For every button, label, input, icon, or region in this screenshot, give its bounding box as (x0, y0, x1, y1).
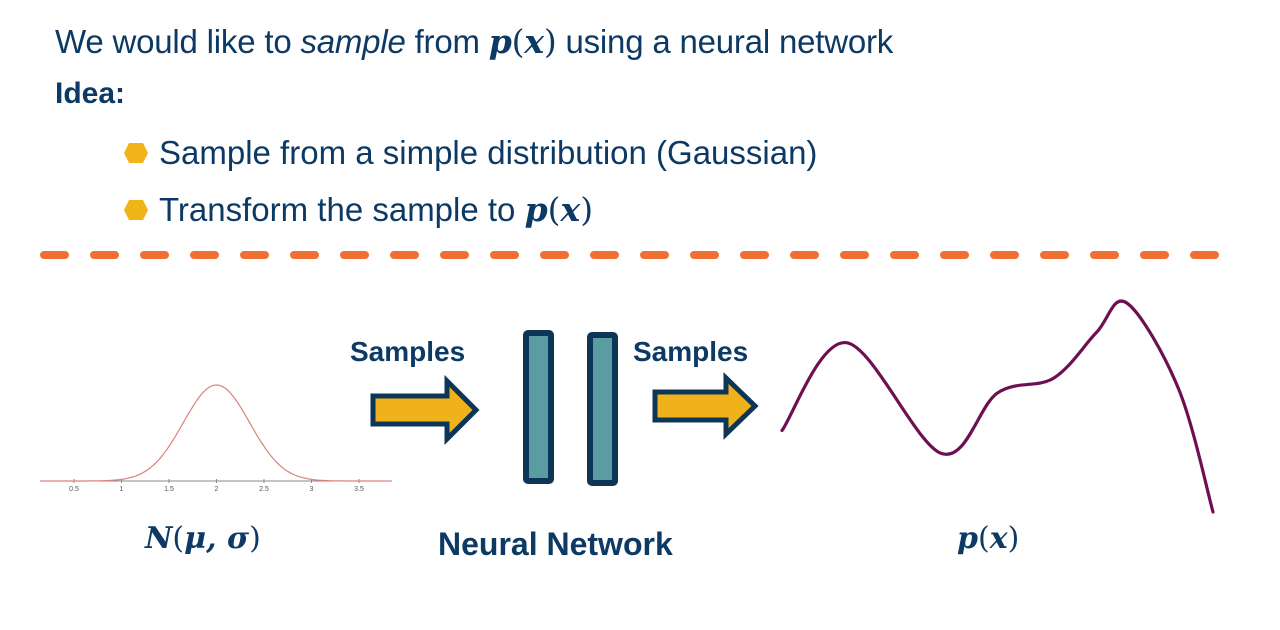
intro-sentence: We would like to sample from p(x) using … (55, 22, 893, 61)
samples-label-input: Samples (350, 336, 466, 367)
network-layer (587, 332, 618, 486)
target-distribution-curve (780, 299, 1215, 514)
gaussian-curve (40, 384, 388, 482)
bullet-text: Sample from a simple distribution (Gauss… (159, 134, 818, 171)
intro-math-px: p(x) (488, 22, 557, 61)
gaussian-x-tick-label: 1.5 (164, 486, 174, 493)
hexagon-bullet-icon (124, 199, 148, 220)
gaussian-plot: 0.5 1 1.5 2 2.5 3 3.5 (40, 384, 392, 493)
network-layer (523, 330, 554, 484)
gaussian-x-tick-label: 2 (215, 486, 219, 493)
gaussian-x-tick-label: 3.5 (354, 486, 364, 493)
gaussian-x-tick-label: 2.5 (259, 486, 269, 493)
intro-text-end: using a neural network (556, 23, 894, 60)
bullet-item: Sample from a simple distribution (Gauss… (123, 134, 817, 172)
bullet-item: Transform the sample to p(x) (123, 190, 593, 229)
gaussian-x-tick-label: 0.5 (69, 486, 79, 493)
samples-label-output: Samples (633, 336, 749, 367)
intro-emphasis: sample (300, 23, 406, 60)
neural-network-label: Neural Network (438, 526, 673, 562)
idea-heading: Idea: (55, 77, 126, 110)
intro-text-start: We would like to (55, 23, 301, 60)
bullet-text: Transform the sample to (159, 190, 516, 228)
right-arrow-icon (652, 372, 759, 440)
hexagon-bullet-icon (124, 143, 148, 163)
gaussian-label: N(μ, σ) (145, 521, 261, 556)
gaussian-x-tick-label: 3 (310, 486, 314, 493)
intro-text-middle: from (405, 23, 489, 60)
target-distribution-label: p(x) (957, 521, 1020, 556)
gaussian-x-tick-label: 1 (120, 486, 124, 493)
right-arrow-icon (370, 374, 480, 446)
bullet-math-px: p(x) (524, 190, 594, 229)
